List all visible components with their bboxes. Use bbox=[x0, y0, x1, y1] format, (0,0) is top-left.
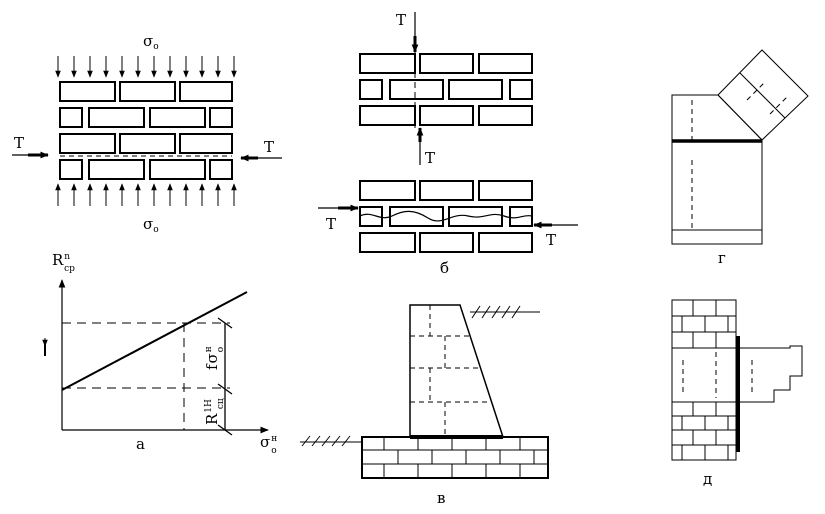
ledge-wall-dashes bbox=[682, 352, 717, 398]
bottom-load-arrows bbox=[55, 183, 237, 206]
panel-d-ledge bbox=[671, 299, 803, 461]
t-label-mid: T bbox=[425, 149, 435, 167]
sigma-bottom-label: σo bbox=[143, 215, 159, 235]
strength-line bbox=[61, 291, 248, 391]
ground-hatch-left bbox=[301, 435, 351, 447]
angled-block bbox=[717, 49, 809, 141]
brick-masonry-b bbox=[359, 180, 533, 253]
label-d: д bbox=[703, 470, 712, 488]
label-a: а bbox=[136, 435, 145, 453]
angled-dash-2 bbox=[769, 95, 789, 115]
label-v: в bbox=[437, 489, 445, 507]
panel-a-graph bbox=[42, 279, 269, 436]
foundation-joints bbox=[362, 437, 548, 478]
top-load-arrows bbox=[55, 56, 237, 78]
t-label-left: T bbox=[14, 134, 24, 152]
label-b: б bbox=[440, 259, 449, 277]
crack-line bbox=[359, 210, 533, 222]
tick-mid bbox=[217, 383, 233, 395]
t-label-right: T bbox=[264, 138, 274, 156]
wall-body bbox=[409, 304, 505, 438]
t-label-b-left: T bbox=[326, 215, 336, 233]
angled-block-split bbox=[739, 72, 786, 119]
panel-vertical-shear bbox=[359, 12, 533, 165]
panel-b-crack bbox=[318, 180, 578, 253]
ground-hatch-right bbox=[471, 305, 521, 319]
label-g: г bbox=[718, 249, 726, 267]
t-label-top: T bbox=[396, 11, 406, 29]
ledge-profile bbox=[740, 345, 803, 403]
brick-masonry-vertical bbox=[359, 53, 533, 126]
brick-masonry bbox=[59, 81, 233, 180]
panel-compression-shear bbox=[12, 56, 282, 206]
t-label-b-right: T bbox=[546, 231, 556, 249]
sigma-top-label: σo bbox=[143, 32, 159, 52]
panel-v-retaining-wall bbox=[300, 304, 549, 479]
wall-joints bbox=[410, 305, 492, 437]
ledge-wall-joints bbox=[672, 300, 736, 460]
junction-wall bbox=[671, 94, 763, 245]
tick-top bbox=[217, 317, 233, 329]
tick-bot bbox=[217, 424, 233, 436]
angled-dash-1 bbox=[746, 81, 766, 101]
panel-g-junction bbox=[671, 49, 809, 245]
